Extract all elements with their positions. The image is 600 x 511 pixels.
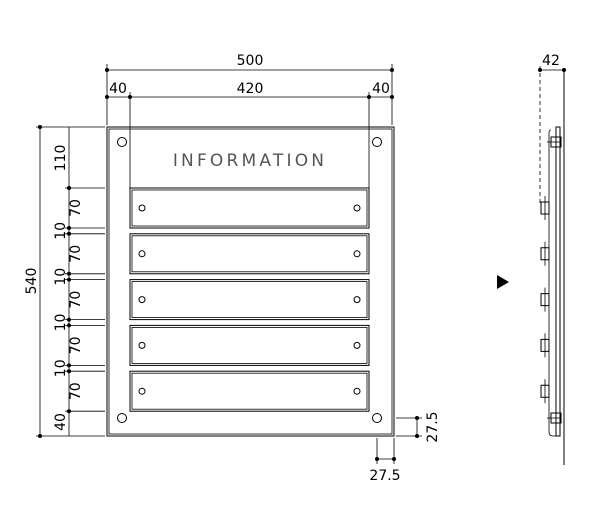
dim-gap: 10 [53,359,69,377]
dim-dot [375,457,379,461]
slot-screw-right [353,341,361,349]
dim-right-margin: 40 [372,81,390,97]
side-slot-2 [540,247,550,261]
slot-1 [129,187,370,229]
slot-2 [129,233,370,275]
dim-inner-width: 420 [237,81,264,97]
side-slot-profiles [540,196,550,404]
slot-screw-left [138,296,146,304]
dim-depth: 42 [542,53,560,69]
front-plate-profile [548,129,556,437]
slot-screw-left [138,250,146,258]
panel-outline [106,126,395,437]
side-view: 42 [538,53,566,465]
dim-dot [67,369,71,374]
slot-inner-2 [131,235,368,273]
dim-dot [67,271,71,276]
side-slot-3 [540,293,550,307]
front-view: INFORMATION [106,126,395,437]
slot-inner-1 [131,189,368,227]
dim-dot [415,416,419,420]
side-slot-4 [540,338,550,352]
dim-overall-width: 500 [237,53,264,69]
dim-dot [67,226,71,230]
dim-top-section: 110 [53,145,69,172]
panel-inner-edge [108,128,393,435]
dim-dot [67,317,71,322]
dim-dot [67,186,71,190]
left-dimensions: 540 70 10 70 10 70 10 70 10 70 110 40 [24,125,105,438]
top-dimensions: 500 40 420 40 [105,53,394,188]
dim-dot [67,277,71,282]
slot-screw-left [138,341,146,349]
panel-title: INFORMATION [173,151,327,171]
dim-dot [562,68,566,72]
slot-inner-5 [131,372,368,410]
slot-screw-left [138,204,146,212]
dim-hole-offset-x: 27.5 [369,468,400,484]
slot-screw-right [353,387,361,395]
chain-dimension-group: 70 10 70 10 70 10 70 10 70 [53,186,105,414]
dim-left-margin: 40 [109,81,127,97]
dim-dot [392,457,396,461]
dim-gap: 10 [53,222,69,240]
dim-slot-height: 70 [68,199,84,217]
dim-slot-height: 70 [68,336,84,354]
slot-5 [129,370,370,412]
back-plate-profile [555,126,561,437]
dim-slot-height: 70 [68,245,84,263]
slot-screw-right [353,296,361,304]
dim-dot [67,231,71,236]
mounting-hole-bottom-left [117,413,127,423]
view-direction-arrow-icon [497,275,509,289]
mounting-hole-top-left [117,137,127,147]
slot-inner-3 [131,281,368,319]
dim-gap: 10 [53,314,69,332]
hole-offset-dimensions: 27.5 27.5 [369,411,441,484]
dim-gap: 10 [53,268,69,286]
dim-bottom-section: 40 [53,413,69,431]
mounting-hole-bottom-right [372,413,382,423]
dim-dot [67,409,71,414]
dim-slot-height: 70 [68,382,84,400]
dim-slot-height: 70 [68,291,84,309]
dim-overall-height: 540 [24,268,40,295]
dim-dot [67,363,71,368]
slot-screw-left [138,387,146,395]
slot-group [129,187,370,412]
slot-screw-right [353,204,361,212]
dim-dot [415,434,419,438]
slot-4 [129,324,370,366]
side-slot-1 [540,201,550,215]
mounting-hole-top-right [372,137,382,147]
slot-screw-right [353,250,361,258]
dim-dot [67,323,71,328]
slot-3 [129,279,370,321]
dim-hole-offset-y: 27.5 [425,411,441,442]
slot-inner-4 [131,326,368,364]
side-slot-5 [540,384,550,398]
